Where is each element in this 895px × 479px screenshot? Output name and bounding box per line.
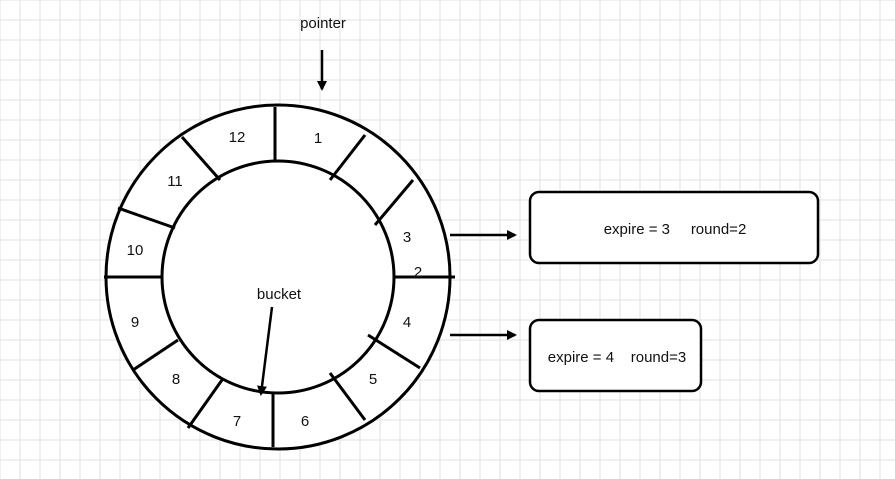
task-box-1: expire = 3 round=2 xyxy=(528,190,820,265)
slot-divider xyxy=(328,372,367,421)
slot-divider xyxy=(367,333,421,370)
task-box-1-frame xyxy=(528,190,820,265)
slot-divider xyxy=(186,379,224,429)
slot-divider xyxy=(132,338,179,372)
wheel-inner-ring xyxy=(160,159,396,395)
slot-label-9: 9 xyxy=(131,314,139,331)
slot-label-6: 6 xyxy=(301,413,309,430)
bucket-arrow xyxy=(257,306,274,396)
timing-wheel: 1 2 3 4 5 6 7 8 9 10 11 12 bucket xyxy=(104,103,455,451)
slot-label-12: 12 xyxy=(229,129,246,146)
slot-label-3: 3 xyxy=(403,229,411,246)
slot-divider xyxy=(180,136,222,181)
slot-label-11: 11 xyxy=(167,173,183,190)
slot-label-2: 2 xyxy=(414,264,422,281)
task-box-2-frame xyxy=(528,318,703,393)
slot-divider xyxy=(373,179,415,226)
slot-divider xyxy=(328,134,367,181)
slot-label-10: 10 xyxy=(127,242,144,259)
slot-label-1: 1 xyxy=(314,130,322,147)
slot-label-8: 8 xyxy=(172,371,180,388)
slot-divider xyxy=(117,206,176,230)
task-box-2: expire = 4 round=3 xyxy=(528,318,703,393)
slot-label-5: 5 xyxy=(369,371,377,388)
task-box-2-text: expire = 4 round=3 xyxy=(548,349,686,366)
slot-label-4: 4 xyxy=(403,314,411,331)
pointer-label: pointer xyxy=(300,15,346,32)
task-box-1-text: expire = 3 round=2 xyxy=(604,221,747,238)
slot-label-7: 7 xyxy=(233,413,241,430)
pointer-indicator: pointer xyxy=(300,15,346,91)
bucket-label: bucket xyxy=(257,286,302,303)
